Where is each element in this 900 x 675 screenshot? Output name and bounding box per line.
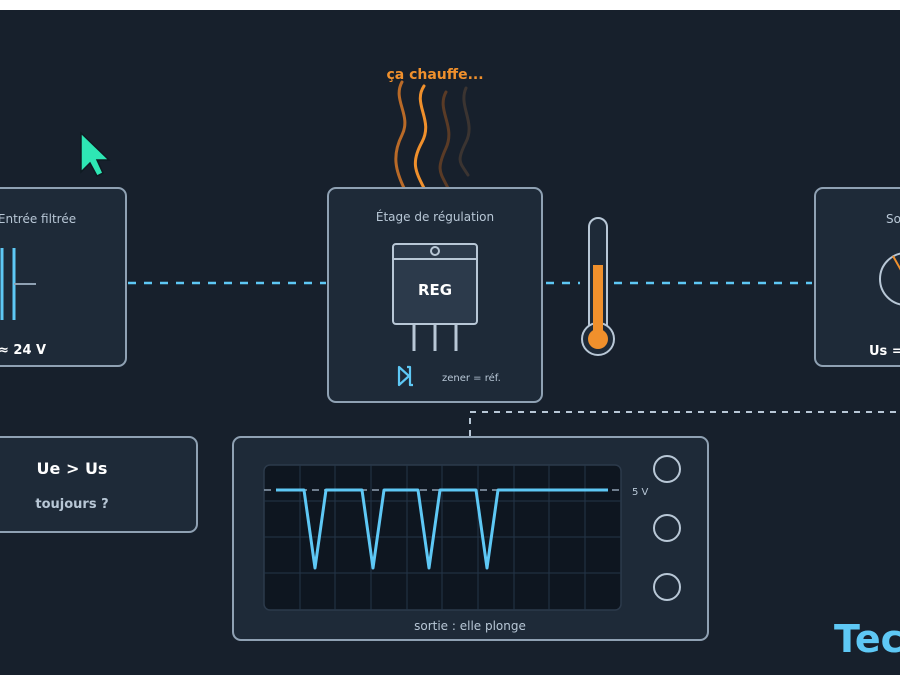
regulator-chip-icon — [392, 243, 478, 351]
heat-label: ça chauffe... — [386, 67, 483, 83]
zener-diode-icon — [397, 365, 413, 387]
scope-knob-1[interactable] — [653, 455, 681, 483]
regulator-block: Étage de régulation REG zener = réf. — [327, 187, 543, 403]
scope-caption: sortie : elle plonge — [414, 619, 526, 633]
capacitor-icon — [0, 248, 36, 320]
scope-knob-2[interactable] — [653, 514, 681, 542]
output-block-value: Us = — [869, 344, 900, 359]
probe-connector — [469, 411, 900, 436]
scope-level-label: 5 V — [632, 487, 649, 498]
regulator-chip-label: REG — [418, 281, 452, 299]
zener-note: zener = réf. — [442, 372, 501, 384]
question-main: Ue > Us — [37, 459, 108, 478]
scope-trace — [276, 488, 608, 570]
brand-logo-text: Tec — [834, 617, 900, 661]
oscilloscope: 5 V sortie : elle plonge — [232, 436, 709, 641]
output-block-title: So — [886, 212, 900, 226]
question-card: Ue > Us toujours ? — [0, 436, 198, 533]
question-sub: toujours ? — [35, 497, 108, 512]
regulator-block-title: Étage de régulation — [376, 209, 494, 224]
input-block-value: ≈ 24 V — [0, 343, 46, 358]
thermometer-icon — [581, 217, 615, 356]
input-block: Entrée filtrée ≈ 24 V — [0, 187, 127, 367]
cursor-arrow-icon — [80, 131, 111, 177]
output-block: So Us = — [814, 187, 900, 367]
heat-wave-icon — [394, 80, 471, 194]
input-block-title: Entrée filtrée — [0, 212, 76, 226]
scope-knob-3[interactable] — [653, 573, 681, 601]
